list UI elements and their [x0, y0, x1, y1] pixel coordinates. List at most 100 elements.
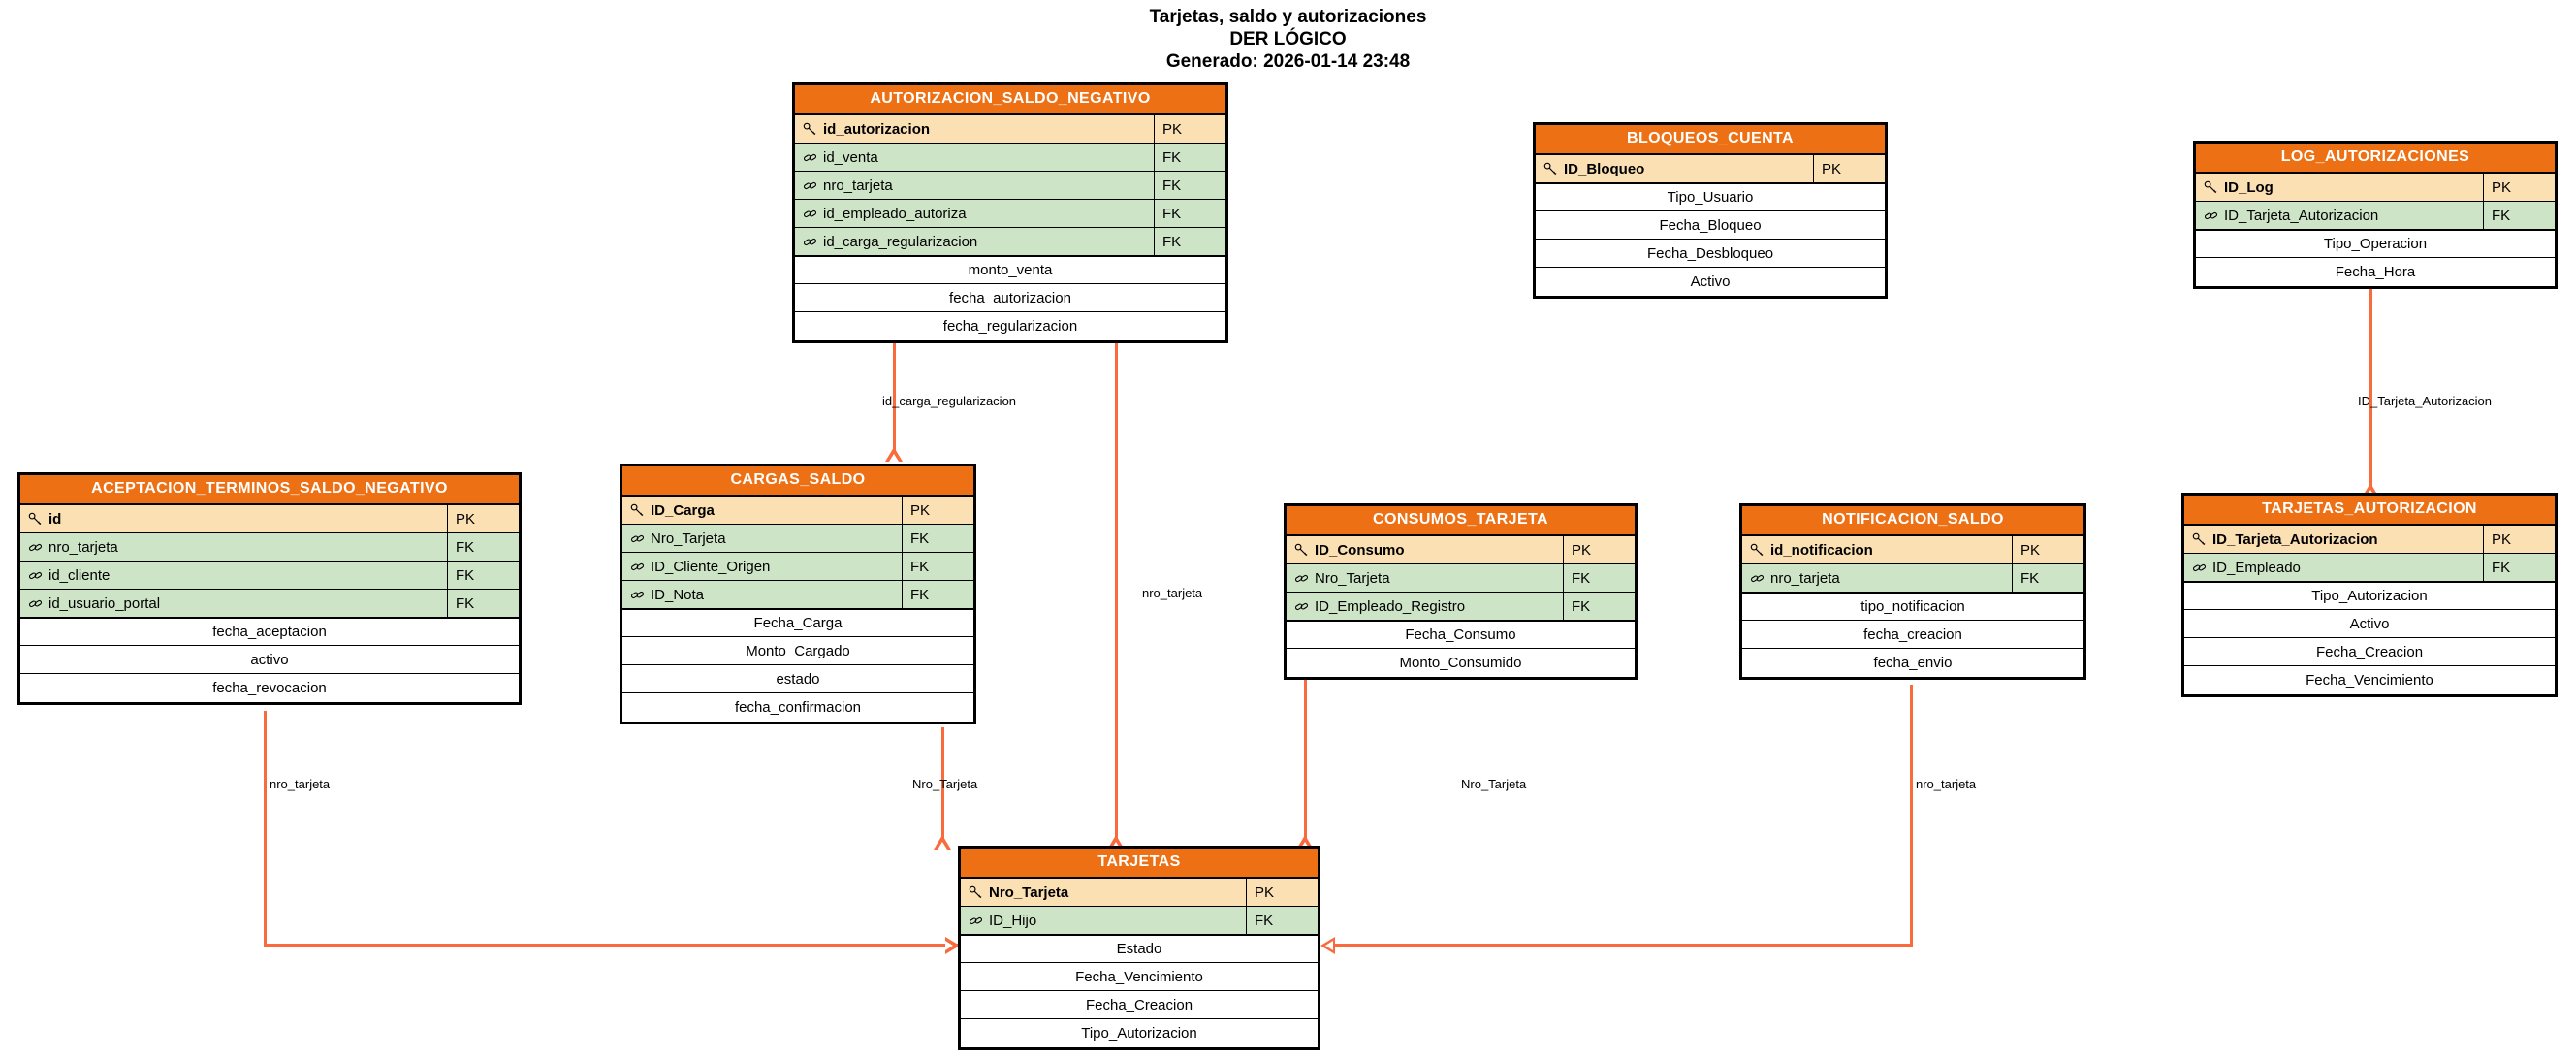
entity-key-tag: FK	[1563, 593, 1635, 620]
entity-attribute: activo	[250, 651, 289, 668]
entity-attribute-row: fecha_revocacion	[20, 674, 519, 702]
entity-key-name: id	[48, 510, 62, 528]
entity-attribute-row: Tipo_Autorizacion	[961, 1019, 1318, 1047]
entity-key-name: ID_Cliente_Origen	[651, 558, 771, 575]
entity-key-tag: PK	[1154, 115, 1225, 143]
entity-attribute: Tipo_Usuario	[1667, 189, 1754, 206]
link-icon	[803, 235, 817, 249]
entity-key-name: id_notificacion	[1770, 541, 1873, 559]
entity-attribute: Fecha_Carga	[753, 615, 843, 631]
entity-key-tag: PK	[1246, 879, 1318, 906]
entity-key-name: ID_Tarjeta_Autorizacion	[2212, 530, 2378, 548]
entity-attribute-row: fecha_aceptacion	[20, 618, 519, 646]
entity-header: BLOQUEOS_CUENTA	[1536, 125, 1885, 155]
connector-notif-tarjetas-horz	[1333, 944, 1913, 947]
entity-notificacion-saldo[interactable]: NOTIFICACION_SALDO id_notificacion PK nr…	[1739, 503, 2086, 680]
entity-key-name: id_empleado_autoriza	[823, 205, 967, 222]
entity-key-row: ID_Carga PK	[622, 497, 973, 525]
entity-attribute-row: fecha_regularizacion	[795, 312, 1225, 340]
edge-label-autoriz-tarjetas: nro_tarjeta	[1142, 586, 1203, 600]
entity-key-name: Nro_Tarjeta	[989, 883, 1069, 901]
link-icon	[630, 560, 645, 574]
entity-key-tag: FK	[1154, 228, 1225, 255]
entity-key-row: ID_Tarjeta_Autorizacion FK	[2196, 202, 2555, 230]
arrow-notch-acept-tarjetas	[945, 941, 953, 950]
entity-key-tag: FK	[2012, 564, 2083, 592]
entity-key-name: ID_Empleado_Registro	[1315, 597, 1466, 615]
entity-key-name: Nro_Tarjeta	[1315, 569, 1390, 587]
entity-attribute-row: monto_venta	[795, 256, 1225, 284]
entity-attribute-row: Fecha_Carga	[622, 609, 973, 637]
connector-cargas-tarjetas	[941, 727, 944, 840]
entity-key-name: id_cliente	[48, 566, 111, 584]
entity-attribute-row: Fecha_Consumo	[1287, 621, 1635, 649]
entity-key-tag: FK	[1154, 200, 1225, 227]
entity-attribute: fecha_creacion	[1863, 626, 1962, 643]
entity-key-row: id_venta FK	[795, 144, 1225, 172]
connector-acept-tarjetas-horz	[264, 944, 958, 947]
entity-attribute: fecha_envio	[1873, 655, 1953, 671]
entity-consumos-tarjeta[interactable]: CONSUMOS_TARJETA ID_Consumo PK Nro_Tarje…	[1284, 503, 1638, 680]
entity-aceptacion-terminos-saldo-negativo[interactable]: ACEPTACION_TERMINOS_SALDO_NEGATIVO id PK…	[17, 472, 522, 705]
entity-attribute-row: Activo	[2184, 610, 2555, 638]
edge-label-autoriz-cargas: id_carga_regularizacion	[882, 394, 1017, 408]
entity-key-row: ID_Consumo PK	[1287, 536, 1635, 564]
connector-autoriz-tarjetas	[1115, 337, 1118, 840]
entity-header: TARJETAS	[961, 849, 1318, 879]
entity-attribute-row: Fecha_Desbloqueo	[1536, 240, 1885, 268]
entity-attribute-row: estado	[622, 665, 973, 693]
entity-attribute: Fecha_Consumo	[1405, 626, 1516, 643]
entity-key-row: ID_Empleado_Registro FK	[1287, 593, 1635, 621]
entity-key-row: id PK	[20, 505, 519, 533]
link-icon	[1294, 571, 1309, 586]
entity-log-autorizaciones[interactable]: LOG_AUTORIZACIONES ID_Log PK ID_Tarjeta_…	[2193, 141, 2558, 289]
entity-header: CONSUMOS_TARJETA	[1287, 506, 1635, 536]
link-icon	[28, 596, 43, 611]
entity-key-name: id_autorizacion	[823, 120, 931, 138]
entity-autorizacion-saldo-negativo[interactable]: AUTORIZACION_SALDO_NEGATIVO id_autorizac…	[792, 82, 1228, 343]
entity-attribute: Estado	[1116, 941, 1162, 957]
entity-attribute-row: Tipo_Usuario	[1536, 183, 1885, 211]
title-line-3: Generado: 2026-01-14 23:48	[1165, 51, 1411, 72]
connector-acept-tarjetas-vert	[264, 711, 267, 947]
entity-key-tag: FK	[2483, 202, 2555, 229]
entity-key-row: id_carga_regularizacion FK	[795, 228, 1225, 256]
key-icon	[2204, 180, 2218, 195]
entity-attribute-row: tipo_notificacion	[1742, 593, 2083, 621]
key-icon	[803, 122, 817, 137]
entity-attribute-row: fecha_creacion	[1742, 621, 2083, 649]
entity-key-tag: FK	[447, 533, 519, 561]
entity-tarjetas-autorizacion[interactable]: TARJETAS_AUTORIZACION ID_Tarjeta_Autoriz…	[2181, 493, 2558, 697]
entity-tarjetas[interactable]: TARJETAS Nro_Tarjeta PK ID_Hijo FK Estad…	[958, 846, 1320, 1050]
entity-attribute-row: Tipo_Operacion	[2196, 230, 2555, 258]
entity-key-name: ID_Tarjeta_Autorizacion	[2224, 207, 2379, 224]
entity-attribute: Activo	[2349, 615, 2390, 632]
entity-key-row: ID_Empleado FK	[2184, 554, 2555, 582]
link-icon	[630, 588, 645, 602]
entity-attribute: Fecha_Creacion	[2315, 643, 2424, 660]
entity-attribute: Fecha_Vencimiento	[1075, 968, 1203, 985]
entity-attribute-row: Activo	[1536, 268, 1885, 296]
entity-attribute-row: fecha_envio	[1742, 649, 2083, 677]
entity-attribute-row: Fecha_Creacion	[961, 991, 1318, 1019]
entity-attribute: Activo	[1690, 273, 1731, 290]
entity-attribute-row: Fecha_Hora	[2196, 258, 2555, 286]
entity-attribute: Tipo_Autorizacion	[2311, 588, 2428, 604]
entity-attribute: fecha_autorizacion	[949, 289, 1071, 306]
entity-cargas-saldo[interactable]: CARGAS_SALDO ID_Carga PK Nro_Tarjeta FK …	[620, 464, 976, 724]
entity-key-name: id_venta	[823, 148, 878, 166]
key-icon	[1294, 543, 1309, 558]
key-icon	[630, 503, 645, 518]
entity-header: LOG_AUTORIZACIONES	[2196, 144, 2555, 174]
entity-bloqueos-cuenta[interactable]: BLOQUEOS_CUENTA ID_Bloqueo PK Tipo_Usuar…	[1533, 122, 1888, 299]
connector-consumos-tarjetas	[1304, 679, 1307, 840]
entity-attribute: fecha_confirmacion	[734, 699, 862, 716]
link-icon	[1294, 599, 1309, 614]
link-icon	[2192, 561, 2207, 575]
entity-attribute-row: Fecha_Bloqueo	[1536, 211, 1885, 240]
entity-key-name: id_carga_regularizacion	[823, 233, 978, 250]
link-icon	[803, 207, 817, 221]
link-icon	[28, 540, 43, 555]
entity-key-name: ID_Nota	[651, 586, 705, 603]
